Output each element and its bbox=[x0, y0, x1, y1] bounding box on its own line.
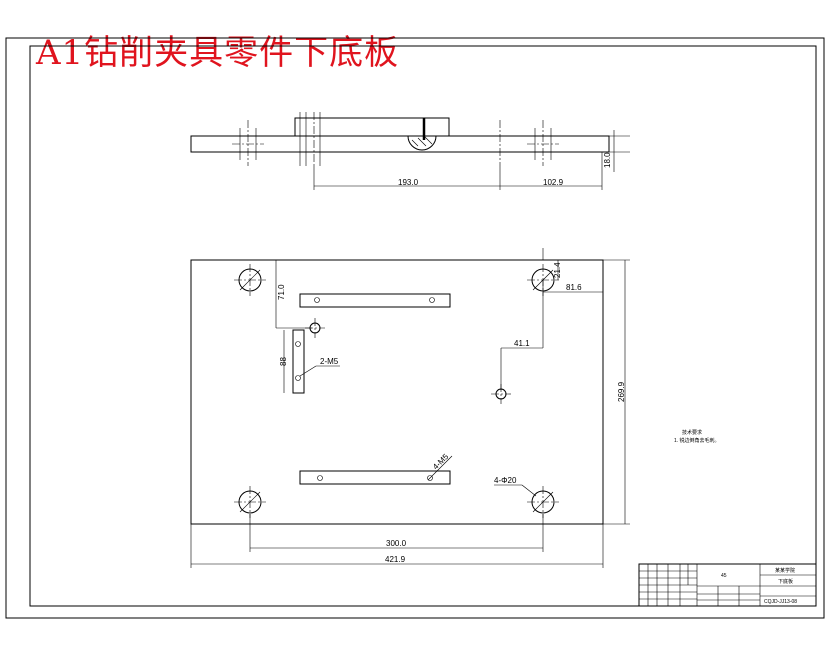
dim-81: 81.6 bbox=[566, 283, 582, 292]
title-block-company: 某某学院 bbox=[775, 567, 795, 574]
dim-300: 300.0 bbox=[386, 539, 407, 548]
drawing-title: A1钻削夹具零件下底板 bbox=[36, 33, 400, 73]
dim-71: 71.0 bbox=[277, 284, 286, 300]
title-block-part-name: 下底板 bbox=[778, 578, 793, 585]
dim-193: 193.0 bbox=[398, 178, 419, 187]
side-view-section-hole bbox=[407, 135, 437, 151]
outer-frame bbox=[5, 37, 825, 619]
slot-bar-bottom bbox=[299, 470, 451, 485]
plan-view: 71.0 88 2-M5 21.4 81.6 41.1 269.9 4-M5 4… bbox=[190, 248, 630, 568]
dim-18: 18.0 bbox=[603, 152, 612, 168]
callout-2m5: 2-M5 bbox=[320, 357, 339, 366]
dim-102: 102.9 bbox=[543, 178, 564, 187]
slot-bar-top bbox=[299, 293, 451, 308]
notes-line1: 1. 锐边倒角去毛刺。 bbox=[674, 437, 720, 444]
side-view: 193.0 102.9 18.0 bbox=[190, 112, 630, 190]
dim-21: 21.4 bbox=[553, 262, 562, 278]
dim-41: 41.1 bbox=[514, 339, 530, 348]
dim-269: 269.9 bbox=[617, 381, 626, 402]
side-view-hole-marks bbox=[232, 112, 559, 166]
title-block: 45 某某学院 下底板 CQJD-JJ13-08 bbox=[638, 563, 817, 607]
dim-88: 88 bbox=[279, 357, 288, 366]
title-block-drawing-no: CQJD-JJ13-08 bbox=[764, 599, 797, 605]
callout-4phi20: 4-Φ20 bbox=[494, 476, 517, 485]
title-block-material: 45 bbox=[721, 573, 727, 579]
inner-frame bbox=[29, 45, 817, 607]
dim-421: 421.9 bbox=[385, 555, 406, 564]
side-view-raised-block bbox=[294, 117, 450, 137]
slot-bar-vertical bbox=[292, 329, 305, 394]
callout-4m5: 4-M5 bbox=[431, 452, 451, 472]
notes-heading: 技术要求 bbox=[682, 429, 702, 436]
base-plate-outline bbox=[190, 259, 604, 525]
